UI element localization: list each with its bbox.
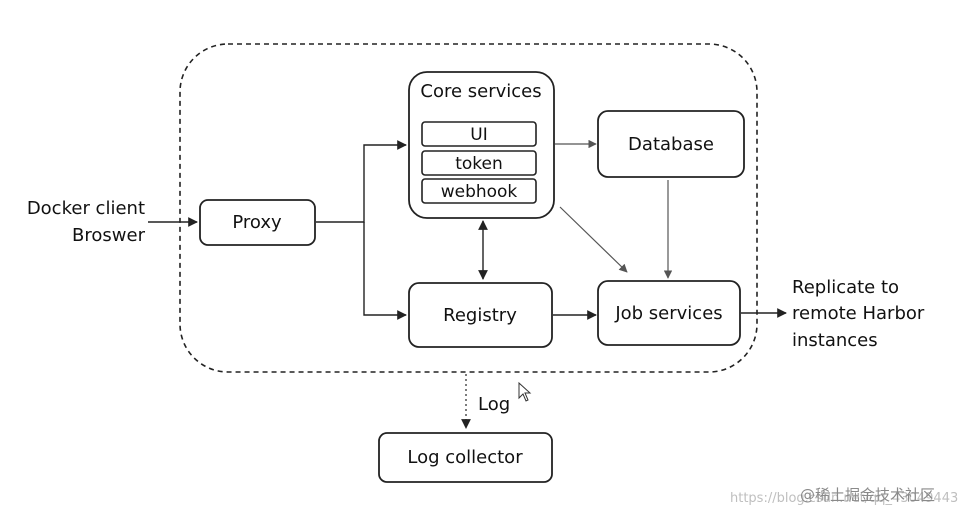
node-job-services [597,280,741,346]
node-registry-label: Registry [443,305,517,326]
node-core-services-label: Core services [420,81,541,102]
replicate-label-line2: remote Harbor [792,303,925,324]
client-label-line1: Docker client [27,198,145,219]
edge-label-log: Log [478,394,510,415]
edge-core-to-job [559,206,628,273]
edge-proxy-to-core [316,140,407,223]
replicate-label-line3: instances [792,330,878,351]
node-database [597,110,745,178]
node-token-label: token [455,154,503,174]
node-webhook [421,178,537,204]
node-ui-label: UI [470,125,487,145]
node-log-collector-label: Log collector [407,447,523,468]
node-database-label: Database [628,134,714,155]
edge-proxy-to-registry [363,222,407,320]
node-log-collector [378,432,553,483]
node-job-services-label: Job services [614,303,722,324]
node-registry [408,282,553,348]
watermark-brand: @稀土掘金技术社区 [800,486,935,504]
mouse-cursor-icon [518,381,532,402]
replicate-label-line1: Replicate to [792,277,899,298]
client-label-line2: Broswer [72,225,146,246]
node-proxy-label: Proxy [232,212,282,233]
node-ui [421,121,537,147]
node-token [421,150,537,176]
watermark-url: https://blog.csdn.net/qq_43049443 [730,491,958,506]
node-proxy [199,199,316,246]
node-webhook-label: webhook [441,182,518,202]
